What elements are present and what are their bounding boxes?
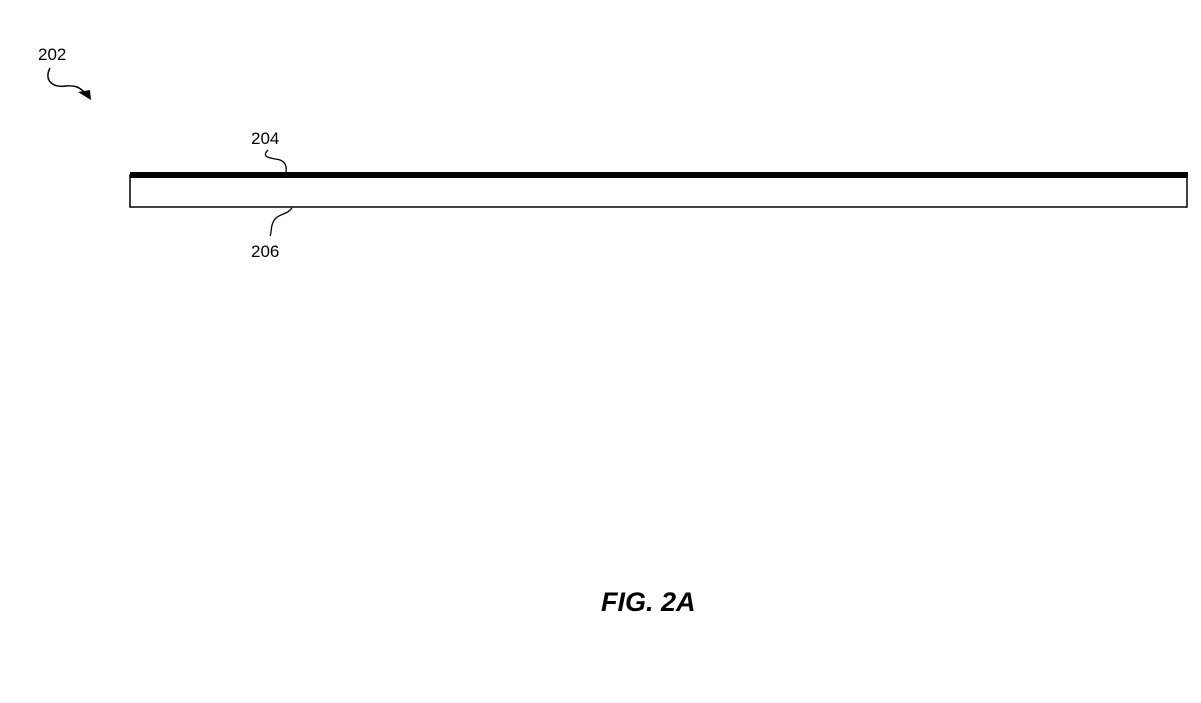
substrate-layer	[129, 174, 1188, 208]
leader-line-204	[264, 149, 287, 174]
label-202: 202	[38, 45, 66, 64]
label-206: 206	[251, 242, 279, 261]
leader-line-206	[269, 207, 293, 237]
leader-arrow-202	[47, 67, 85, 93]
arrowhead-icon	[78, 90, 91, 100]
top-layer	[130, 172, 1188, 178]
figure-caption: FIG. 2A	[601, 587, 696, 617]
label-204: 204	[251, 129, 279, 148]
